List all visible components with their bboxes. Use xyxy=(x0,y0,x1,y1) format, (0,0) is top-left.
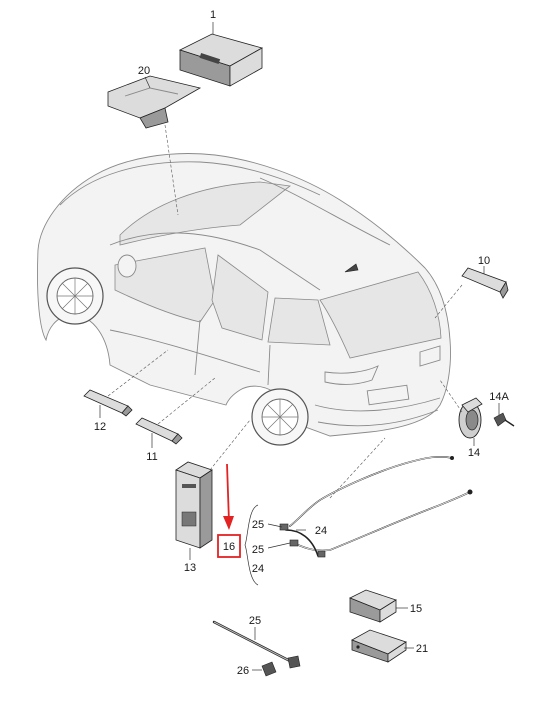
label-13[interactable]: 13 xyxy=(184,562,196,574)
part-25-cable-tie[interactable] xyxy=(212,620,301,669)
highlight-indicator xyxy=(217,463,241,558)
part-14a-screw[interactable] xyxy=(493,412,515,427)
leader-14-to-car xyxy=(439,379,463,413)
label-21[interactable]: 21 xyxy=(416,643,428,655)
brace-16 xyxy=(244,504,259,586)
leader-13-to-car xyxy=(209,419,251,471)
part-16-cable-set[interactable] xyxy=(279,455,473,558)
leader-25-mid xyxy=(267,542,291,549)
leader-10-to-car xyxy=(434,284,463,319)
part-12-antenna[interactable] xyxy=(83,389,133,417)
highlight-box-16 xyxy=(217,534,241,558)
part-26-clip[interactable] xyxy=(261,661,277,677)
label-10[interactable]: 10 xyxy=(478,255,490,267)
label-20[interactable]: 20 xyxy=(138,65,150,77)
part-21-tray[interactable] xyxy=(351,629,407,663)
label-26[interactable]: 26 xyxy=(237,665,249,677)
part-10-module[interactable] xyxy=(461,267,509,299)
part-15-module[interactable] xyxy=(349,589,397,623)
label-24-bottom[interactable]: 24 xyxy=(252,563,264,575)
highlight-arrow-icon xyxy=(223,516,234,530)
label-11[interactable]: 11 xyxy=(146,451,157,463)
label-14[interactable]: 14 xyxy=(468,447,480,459)
label-12[interactable]: 12 xyxy=(94,421,106,433)
label-1[interactable]: 1 xyxy=(210,9,216,21)
part-13-module[interactable] xyxy=(175,461,213,549)
leader-12-to-car xyxy=(107,349,169,397)
leader-20-to-car xyxy=(164,124,179,216)
label-25-mid[interactable]: 25 xyxy=(252,544,264,556)
label-14a[interactable]: 14A xyxy=(489,391,509,403)
label-25-bottom[interactable]: 25 xyxy=(249,615,261,627)
part-20-bracket[interactable] xyxy=(107,75,202,129)
leader-25-top xyxy=(267,523,283,528)
leader-16-to-car xyxy=(329,437,386,499)
leader-20 xyxy=(144,76,151,89)
label-24-top[interactable]: 24 xyxy=(315,525,327,537)
part-14-speaker[interactable] xyxy=(458,397,483,439)
part-1-control-unit[interactable] xyxy=(178,33,264,87)
vehicle-illustration xyxy=(37,153,451,446)
label-25-top[interactable]: 25 xyxy=(252,519,264,531)
label-16[interactable]: 16 xyxy=(223,541,235,553)
leader-11-to-car xyxy=(157,377,216,425)
part-11-antenna[interactable] xyxy=(135,417,183,445)
label-15[interactable]: 15 xyxy=(410,603,422,615)
part-labels: 1 20 10 14A 14 12 11 13 16 25 24 25 24 1… xyxy=(94,9,510,677)
